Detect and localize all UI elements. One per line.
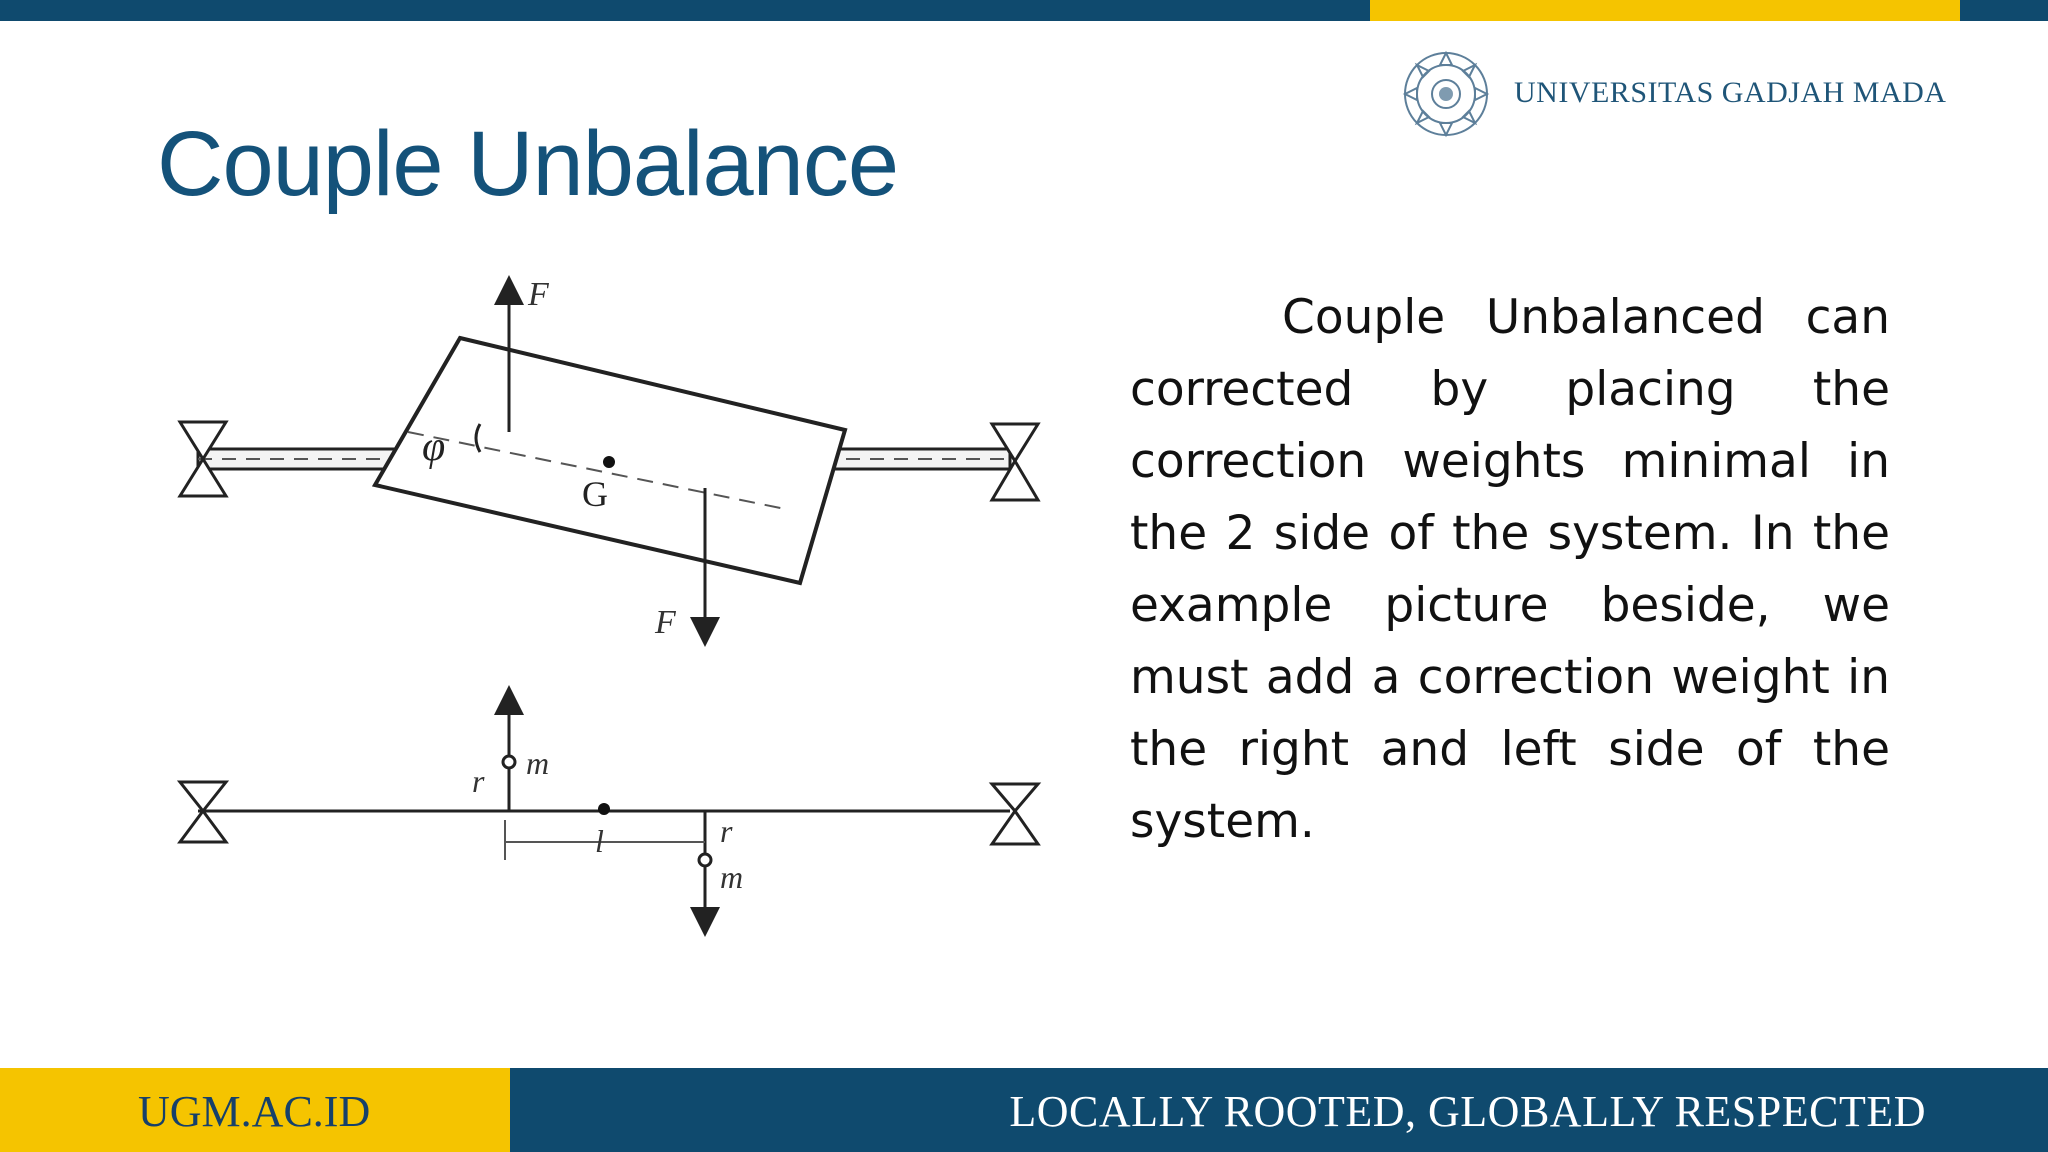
university-name: UNIVERSITAS GADJAH MADA [1514, 76, 1947, 109]
angle-label: φ [422, 424, 445, 470]
principal-axis [407, 431, 791, 511]
length-label: l [595, 823, 604, 859]
footer-highlight [0, 1068, 510, 1152]
ugm-seal-icon [1402, 50, 1490, 138]
university-logo: UNIVERSITAS GADJAH MADA [1400, 48, 2048, 143]
slide-title: Couple Unbalance [157, 113, 899, 215]
radius-bottom-label: r [720, 813, 733, 849]
force-top-label: F [527, 276, 550, 313]
angle-arc [474, 423, 482, 453]
bearing-left-upper [177, 420, 229, 498]
mass-top-label: m [526, 745, 549, 781]
mass-bottom-label: m [720, 859, 743, 895]
slide-body-text: Couple Unbalanced can corrected by placi… [1130, 290, 1890, 849]
bearing-right-lower [988, 782, 1042, 846]
footer-website: UGM.AC.ID [138, 1087, 371, 1136]
couple-unbalance-diagram: F F φ G m r l r m [176, 275, 1042, 937]
top-accent-highlight [1370, 0, 1960, 21]
center-label: G [582, 474, 608, 514]
correction-weights-figure: m r l r m [176, 685, 1042, 937]
shaft-right [813, 447, 1012, 471]
footer-tagline: LOCALLY ROOTED, GLOBALLY RESPECTED [1009, 1087, 1926, 1136]
center-of-gravity-point [603, 456, 615, 468]
mass-bottom-point [697, 852, 713, 868]
force-bottom-label: F [654, 604, 677, 641]
bearing-left-lower [176, 780, 230, 844]
center-point-lower [598, 803, 610, 815]
bearing-right-upper [989, 422, 1041, 502]
rotor-figure: F F φ G [177, 275, 1041, 647]
mass-top-point [501, 754, 517, 770]
radius-top-label: r [472, 763, 485, 799]
